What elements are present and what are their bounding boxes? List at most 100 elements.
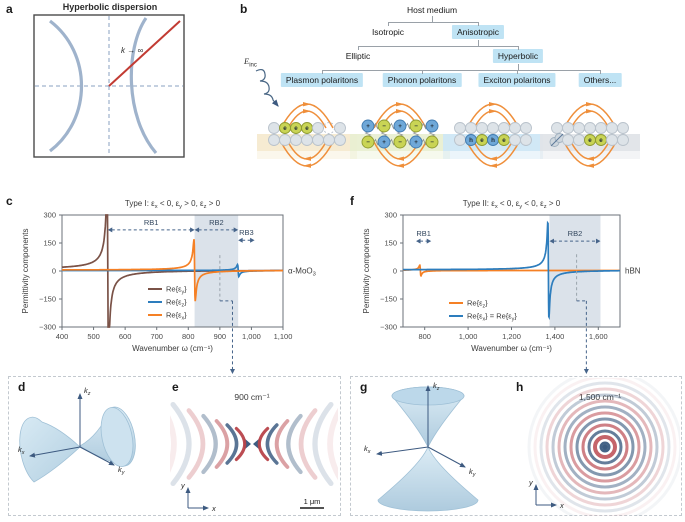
atom: [312, 134, 324, 146]
tree-node-isotropic: Isotropic: [371, 27, 405, 37]
medium-band-fade: [443, 151, 543, 159]
legend-label: Re{εy}: [166, 285, 187, 296]
tree-connector: [478, 40, 479, 46]
fringe: [298, 408, 318, 480]
inset-guide-arrowhead: [583, 369, 589, 374]
y-tick-label: −150: [39, 295, 56, 304]
x-axis-label: x: [559, 501, 564, 510]
e-incident-base: E: [244, 56, 250, 66]
right-lobe-cap: [100, 407, 134, 467]
fringe: [186, 408, 206, 480]
tree-connector: [358, 46, 519, 47]
atom: [562, 134, 574, 146]
atom: [487, 122, 499, 134]
particle-symbol: −: [430, 139, 434, 146]
x-tick-label: 800: [182, 332, 195, 341]
particle-symbol: e: [283, 125, 287, 132]
particle-symbol: +: [414, 139, 418, 146]
panel-h-field-map: 1,500 cm⁻¹ y x: [527, 378, 680, 516]
tree-connector: [358, 46, 359, 50]
kx-axis: [376, 446, 429, 456]
field-arrowhead: [489, 109, 497, 114]
atom: [290, 134, 302, 146]
x-axis-title: Wavenumber ω (cm⁻¹): [132, 344, 213, 353]
rb-arrowhead-right: [595, 238, 601, 244]
ky-axis-label: ky: [118, 465, 126, 476]
y-tick-label: −150: [380, 295, 397, 304]
y-axis-title: Permittivity components: [21, 229, 30, 314]
atom: [334, 134, 346, 146]
rb-label-RB1: RB1: [416, 229, 431, 238]
field-arrowhead: [586, 163, 594, 168]
particle-minus: [425, 135, 439, 149]
rb-arrowhead-right: [233, 227, 239, 233]
medium-band-fade: [257, 151, 357, 159]
tree-connector: [600, 70, 601, 74]
atom: [498, 122, 510, 134]
tree-connector: [388, 22, 389, 26]
y-axis-label: y: [180, 481, 186, 490]
rb-arrowhead-right: [190, 227, 195, 233]
medium-band-fade: [350, 151, 450, 159]
ring: [599, 441, 611, 453]
fringe: [265, 423, 279, 465]
field-arrowhead: [303, 109, 311, 114]
y-tick-label: 0: [52, 267, 56, 276]
atom: [573, 122, 585, 134]
material-label: hBN: [625, 267, 641, 276]
ring: [593, 435, 617, 459]
y-tick-label: 0: [393, 267, 397, 276]
rb-arrowhead-left: [549, 238, 554, 244]
particle-minus: [377, 119, 391, 133]
ring: [533, 378, 677, 516]
kz-axis-label: kz: [84, 386, 91, 397]
x-tick-label: 800: [418, 332, 431, 341]
x-tick-label: 600: [119, 332, 132, 341]
ky-axis: [79, 446, 115, 466]
tree-node-hyperbolic: Hyperbolic: [492, 49, 544, 63]
rb-label-RB3: RB3: [239, 228, 254, 237]
legend-label: Re{εx}: [166, 311, 187, 322]
ring: [551, 393, 659, 501]
rb-arrowhead-right: [250, 237, 255, 243]
kx-axis: [29, 446, 81, 458]
atom: [301, 134, 313, 146]
particle-plus: [425, 119, 439, 133]
rb-arrowhead-left: [107, 227, 113, 233]
x-tick-label: 1,100: [274, 332, 293, 341]
tree-connector: [518, 64, 519, 70]
series-curve-Rez: [403, 264, 620, 277]
field-arrowhead: [586, 156, 594, 161]
atom: [334, 122, 346, 134]
medium-band-fade: [540, 151, 640, 159]
atom: [606, 122, 618, 134]
fringe: [257, 426, 270, 462]
field-arrowhead: [396, 163, 404, 168]
particle-symbol: e: [502, 137, 506, 144]
particle-plus: [361, 119, 375, 133]
ky-axis: [427, 446, 466, 468]
fringe: [274, 419, 290, 469]
y-tick-label: −300: [380, 323, 397, 332]
fringe: [234, 426, 247, 462]
illustration-phonon-polaritons: +−+−+−+−+−: [350, 102, 450, 168]
x-axis-label: x: [211, 504, 216, 513]
panel-label-a: a: [6, 2, 13, 16]
fringe: [170, 415, 177, 473]
k-infinity-label: k → ∞: [121, 46, 143, 55]
x-tick-label: 400: [56, 332, 69, 341]
fringe: [201, 413, 218, 475]
panel-a-title: Hyperbolic dispersion: [62, 2, 158, 12]
particle-minus: [393, 135, 407, 149]
atom: [268, 122, 280, 134]
ring-center: [602, 444, 608, 450]
x-tick-label: 700: [150, 332, 163, 341]
tree-node-host-medium: Host medium: [406, 5, 458, 15]
kx-axis-label: kx: [18, 445, 25, 456]
rb-arrowhead-right: [426, 238, 432, 244]
e-incident-label: Einc: [244, 56, 257, 69]
field-arrowhead: [303, 102, 311, 107]
series-curve-Rex: [62, 239, 283, 302]
